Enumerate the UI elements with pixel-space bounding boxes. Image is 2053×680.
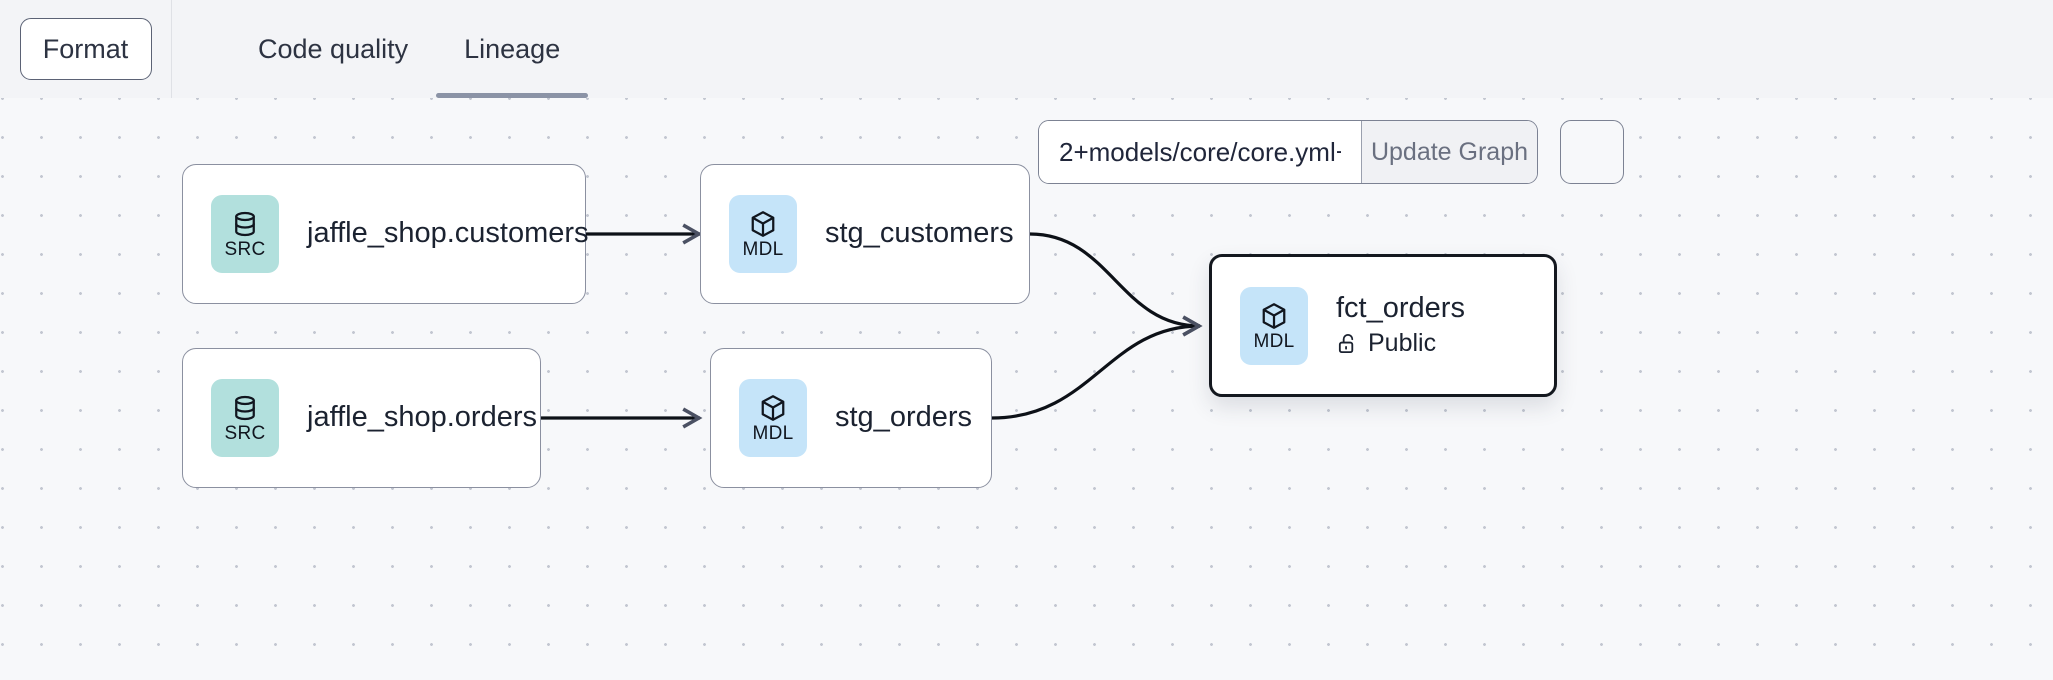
format-button[interactable]: Format [19, 18, 152, 80]
format-button-zone: Format [0, 0, 172, 98]
source-badge: SRC [211, 195, 279, 273]
lineage-node-jaffle-shop-customers[interactable]: SRC jaffle_shop.customers [182, 164, 589, 304]
tab-code-quality[interactable]: Code quality [258, 33, 409, 64]
node-body: fct_orders Public [1336, 291, 1465, 359]
model-badge-label: MDL [1253, 330, 1295, 352]
model-badge-label: MDL [752, 423, 794, 444]
database-icon [235, 395, 255, 421]
database-icon [235, 211, 255, 237]
model-badge: MDL [739, 379, 807, 457]
source-badge-label: SRC [224, 239, 266, 260]
cube-icon [1262, 302, 1286, 329]
source-badge: SRC [211, 379, 279, 457]
node-body: stg_orders [835, 401, 973, 434]
cube-icon [761, 395, 785, 421]
model-badge-label: MDL [742, 239, 784, 260]
node-title: stg_customers [825, 217, 1014, 250]
graph-selector-group: Update Graph [1038, 120, 1538, 184]
lineage-canvas[interactable]: SRC jaffle_shop.customers MDL stg_custom… [0, 98, 2053, 680]
node-title: fct_orders [1336, 291, 1465, 324]
model-badge: MDL [1240, 286, 1308, 365]
node-body: jaffle_shop.orders [307, 401, 538, 434]
tab-bar: Code quality Lineage [172, 0, 589, 98]
node-body: jaffle_shop.customers [307, 217, 589, 250]
node-title: stg_orders [835, 401, 973, 434]
update-graph-button[interactable]: Update Graph [1361, 121, 1537, 183]
node-body: stg_customers [825, 217, 1014, 250]
graph-side-control[interactable] [1560, 120, 1624, 184]
model-badge: MDL [729, 195, 797, 273]
source-badge-label: SRC [224, 423, 266, 444]
tab-lineage[interactable]: Lineage [436, 0, 589, 98]
node-selector-input[interactable] [1039, 121, 1361, 183]
node-title: jaffle_shop.orders [307, 401, 538, 434]
node-title: jaffle_shop.customers [307, 217, 589, 250]
lineage-node-jaffle-shop-orders[interactable]: SRC jaffle_shop.orders [182, 348, 541, 488]
edge-stg-orders-to-fct [991, 315, 1203, 420]
lineage-node-stg-customers[interactable]: MDL stg_customers [700, 164, 1030, 304]
lineage-node-stg-orders[interactable]: MDL stg_orders [710, 348, 992, 488]
cube-icon [751, 211, 775, 237]
toolbar: Format Code quality Lineage [0, 0, 2053, 98]
edge-stg-customers-to-fct [1029, 232, 1203, 337]
node-access-label: Public [1368, 329, 1437, 358]
unlock-icon [1338, 334, 1354, 354]
lineage-node-fct-orders[interactable]: MDL fct_orders Public [1209, 254, 1557, 397]
node-access-meta: Public [1336, 329, 1465, 358]
